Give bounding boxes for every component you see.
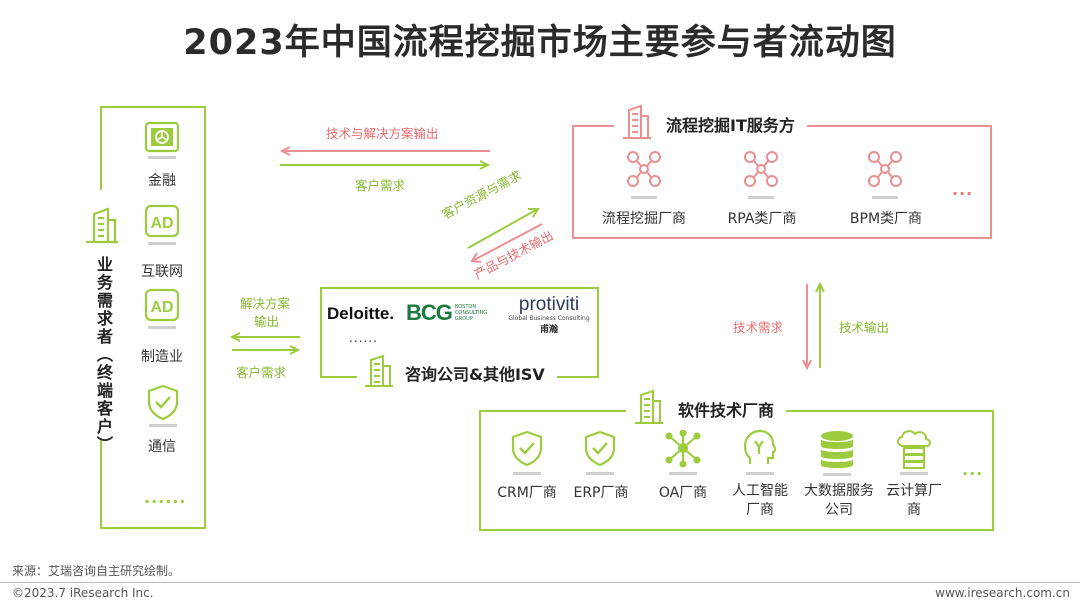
ad-icon: AD: [144, 204, 180, 245]
protiviti-tagline: Global Business Consulting: [508, 315, 590, 322]
consulting-title: 咨询公司&其他ISV: [399, 361, 551, 385]
demand-label: 业务需求者（终端客户）: [94, 256, 113, 454]
protiviti-logo-mark: protiviti: [518, 294, 580, 315]
label-solution-output-2: 输出: [254, 314, 280, 329]
consulting-header: 咨询公司&其他ISV: [357, 354, 557, 388]
cloud-server-icon: [897, 430, 931, 475]
label-customer-demand-mid: 客户需求: [236, 365, 287, 380]
consulting-more-dots: ......: [349, 331, 378, 345]
network-nodes-icon: [627, 151, 661, 199]
label-solution-output-1: 解决方案: [240, 296, 291, 311]
software-item-cloud: 云计算厂商: [886, 483, 942, 518]
hub-network-icon: [665, 430, 701, 475]
demand-panel-mask: [95, 190, 109, 440]
demand-item-manufacturing: 制造业: [141, 349, 183, 365]
software-item-crm: CRM厂商: [497, 485, 557, 501]
building-icon: [623, 104, 651, 139]
software-more-dots: ...: [962, 460, 984, 479]
bcg-logo-sub: BOSTON CONSULTING GROUP: [454, 304, 488, 322]
bcg-logo: BCG BOSTON CONSULTING GROUP: [406, 300, 499, 326]
label-customer-demand-top: 客户需求: [355, 178, 406, 193]
deloitte-logo: Deloitte.: [327, 304, 395, 323]
label-tech-solution-output: 技术与解决方案输出: [326, 126, 439, 141]
software-item-bigdata: 大数据服务公司: [804, 483, 874, 518]
label-tech-demand: 技术需求: [733, 320, 784, 335]
it-more-dots: ...: [952, 180, 974, 199]
it-service-title: 流程挖掘IT服务方: [660, 112, 801, 136]
arrow-top-pair: [279, 146, 491, 170]
ad-icon: AD: [144, 288, 180, 329]
ai-head-icon: [743, 429, 776, 475]
svg-text:AD: AD: [150, 299, 173, 316]
shield-check-icon: [511, 430, 543, 475]
software-header: 软件技术厂商: [626, 389, 787, 425]
building-icon: [86, 207, 118, 244]
it-service-header: 流程挖掘IT服务方: [614, 104, 807, 140]
page-title: 2023年中国流程挖掘市场主要参与者流动图: [183, 23, 897, 63]
source-note: 来源：艾瑞咨询自主研究绘制。: [12, 564, 181, 578]
demand-item-telecom: 通信: [148, 439, 176, 455]
shield-check-icon: [147, 384, 179, 427]
arrow-diagonal-pair: [467, 208, 543, 263]
label-tech-output: 技术输出: [839, 320, 890, 335]
network-nodes-icon: [868, 151, 902, 199]
software-title: 软件技术厂商: [672, 397, 781, 421]
shield-check-icon: [584, 430, 616, 475]
database-icon: [821, 431, 853, 476]
arrow-mid-pair: [229, 332, 301, 355]
protiviti-logo: protiviti Global Business Consulting 甫瀚: [508, 294, 590, 335]
software-item-erp: ERP厂商: [573, 485, 629, 501]
finance-icon: [144, 121, 180, 159]
protiviti-cn: 甫瀚: [539, 325, 558, 335]
copyright: ©2023.7 iResearch Inc.: [12, 586, 154, 600]
building-icon: [635, 389, 663, 424]
it-item-process-mining: 流程挖掘厂商: [602, 211, 686, 227]
software-item-ai: 人工智能厂商: [732, 483, 788, 518]
website: www.iresearch.com.cn: [935, 586, 1070, 600]
it-item-bpm: BPM类厂商: [849, 211, 923, 227]
footer-divider: [0, 582, 1080, 583]
network-nodes-icon: [744, 151, 778, 199]
software-item-oa: OA厂商: [658, 485, 708, 501]
svg-text:AD: AD: [150, 215, 173, 232]
it-item-rpa: RPA类厂商: [727, 211, 797, 227]
demand-item-finance: 金融: [148, 173, 176, 189]
building-icon: [365, 354, 393, 387]
demand-item-internet: 互联网: [141, 264, 183, 280]
arrow-vertical-pair: [802, 281, 825, 371]
bcg-logo-mark: BCG: [406, 300, 453, 325]
demand-more-dots: ......: [144, 488, 187, 507]
